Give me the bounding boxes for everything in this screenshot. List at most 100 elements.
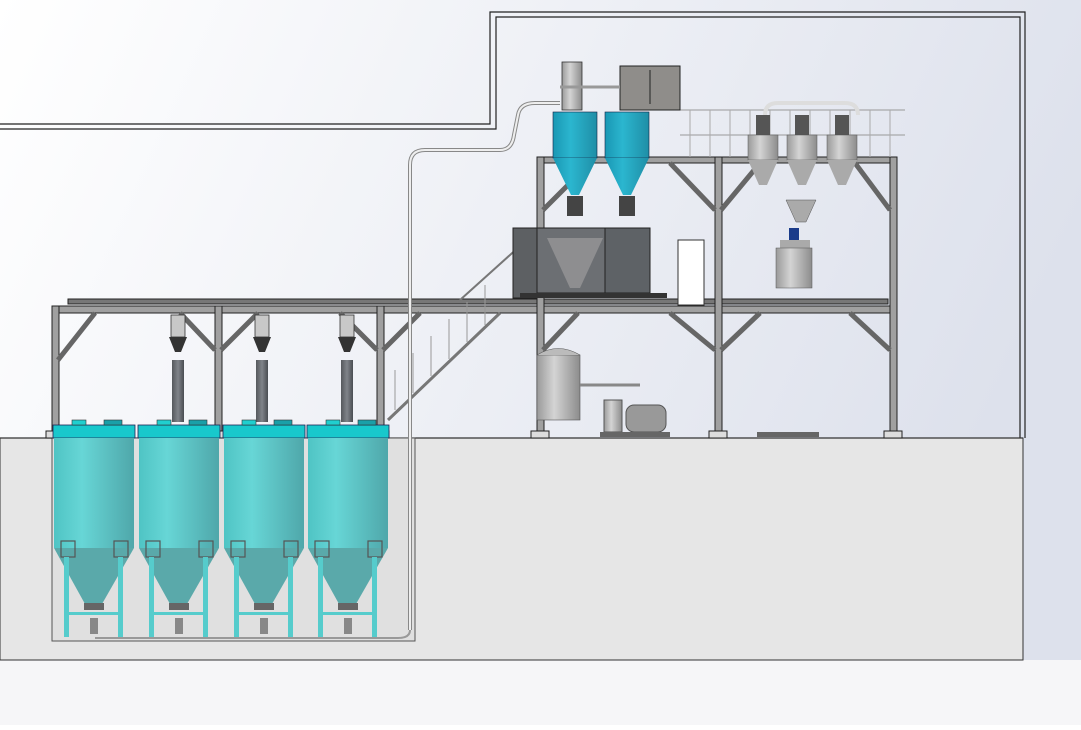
silo-roof: [52, 424, 136, 439]
upper-hopper: [552, 111, 598, 216]
silo-leg: [64, 557, 69, 637]
small-silo-cone: [827, 160, 857, 185]
small-silo-top: [756, 115, 770, 135]
brace: [668, 161, 717, 212]
silo-cone: [139, 548, 219, 604]
small-silo: [747, 115, 779, 185]
silo-body: [308, 438, 388, 548]
silo-hatch: [156, 419, 172, 426]
feed-funnel: [169, 337, 187, 352]
silo-cone: [224, 548, 304, 604]
feed-funnel: [253, 337, 271, 352]
silo-body: [54, 438, 134, 548]
feed-pipe: [256, 360, 268, 422]
small-silo-cone: [748, 160, 778, 185]
rotary-valve: [567, 196, 583, 216]
brace: [541, 311, 580, 352]
silo-cone: [54, 548, 134, 604]
conveying-pipe-highlight: [409, 102, 560, 630]
brace: [381, 311, 422, 352]
silo-body: [139, 438, 219, 548]
feed-filter: [339, 314, 355, 338]
silo-valve: [90, 618, 98, 634]
small-silo-body: [826, 134, 858, 161]
transfer-pipe: [763, 101, 860, 116]
upper-hopper: [604, 111, 650, 216]
silo-leg: [234, 557, 239, 637]
silo-outlet: [169, 603, 189, 610]
column: [889, 156, 898, 433]
reactor-body: [775, 247, 813, 289]
hopper-cone: [605, 158, 649, 195]
column-base: [883, 430, 903, 439]
mixer-cone: [547, 238, 603, 288]
brace: [56, 311, 97, 362]
silo-leg: [118, 557, 123, 637]
small-silo-top: [835, 115, 849, 135]
control-box: [512, 227, 538, 299]
silo-hatch: [71, 419, 87, 426]
silo-body: [224, 438, 304, 548]
silo-valve: [344, 618, 352, 634]
silo-leg: [203, 557, 208, 637]
column: [376, 305, 385, 433]
floor-plate: [757, 432, 819, 437]
small-silo-body: [747, 134, 779, 161]
reactor-lid: [780, 240, 810, 248]
silo-hatch: [103, 419, 123, 426]
brace: [719, 311, 762, 352]
rotary-valve: [619, 196, 635, 216]
brace: [852, 161, 893, 212]
silo-leg: [372, 557, 377, 637]
silo-hatch: [357, 419, 377, 426]
silo-roof: [137, 424, 221, 439]
feed-pipe: [172, 360, 184, 422]
silo-roof: [306, 424, 390, 439]
silo-hatch: [273, 419, 293, 426]
small-silo: [826, 115, 858, 185]
tank-dome: [536, 348, 581, 356]
silo-valve: [175, 618, 183, 634]
vacuum-pump: [625, 404, 667, 433]
silo-hatch: [325, 419, 341, 426]
silo-crossbar: [239, 612, 288, 615]
column: [51, 305, 60, 433]
stair-stringer: [386, 311, 502, 422]
silo-outlet: [84, 603, 104, 610]
silo: [306, 419, 390, 637]
brace: [219, 311, 260, 352]
silo-hatch: [241, 419, 257, 426]
column-base: [530, 430, 550, 439]
silo-cone: [308, 548, 388, 604]
hopper-cone: [553, 158, 597, 195]
small-silo-body: [786, 134, 818, 161]
silo-outlet: [254, 603, 274, 610]
feed-filter: [254, 314, 270, 338]
silo-valve: [260, 618, 268, 634]
silo-crossbar: [69, 612, 118, 615]
silo-group: [52, 314, 390, 637]
column: [214, 305, 223, 433]
lower-background: [0, 660, 1081, 725]
lower-platform-beam: [51, 305, 895, 314]
upper-equipment: [512, 61, 860, 437]
silo: [137, 314, 271, 637]
silo-hatch: [188, 419, 208, 426]
feed-funnel: [338, 337, 356, 352]
pump-base: [600, 432, 670, 437]
brace: [848, 311, 892, 352]
weigh-hopper: [785, 199, 817, 223]
small-silo-top: [795, 115, 809, 135]
lower-platform-deck: [67, 298, 889, 305]
small-silo: [786, 115, 818, 185]
column: [714, 156, 723, 433]
silo-leg: [149, 557, 154, 637]
column-base: [708, 430, 728, 439]
storage-tank: [536, 354, 581, 421]
bottom-pipe: [95, 629, 411, 639]
building-outline: [0, 11, 1026, 438]
brace: [178, 311, 217, 352]
feed-filter: [170, 314, 186, 338]
